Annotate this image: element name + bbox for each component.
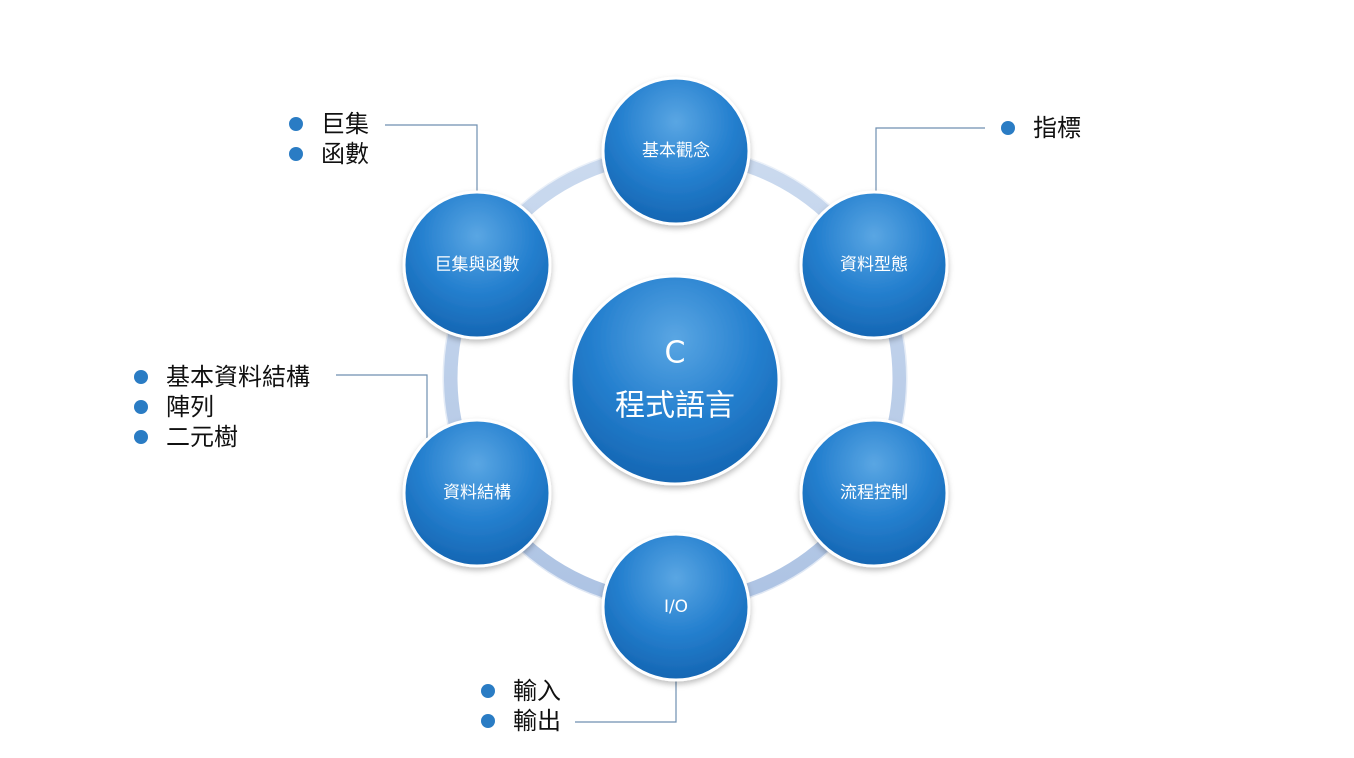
- connector-types: [875, 127, 985, 193]
- note-item: 輸入: [481, 676, 561, 706]
- note-item: 指標: [1001, 113, 1081, 143]
- note-item: 陣列: [134, 392, 310, 422]
- node-struct: 資料結構: [402, 418, 552, 568]
- notes-types: 指標: [1001, 113, 1081, 143]
- note-item: 巨集: [289, 109, 369, 139]
- node-basic-label: 基本觀念: [642, 140, 710, 161]
- node-struct-label: 資料結構: [443, 483, 511, 503]
- connector-lines: [336, 124, 985, 723]
- node-io: I/O: [601, 532, 751, 682]
- center-node-line1: C: [665, 336, 686, 371]
- notes-macro: 巨集 函數: [289, 109, 369, 169]
- center-node-line2: 程式語言: [615, 389, 735, 424]
- node-types-label: 資料型態: [840, 255, 908, 275]
- node-flow-label: 流程控制: [840, 483, 908, 503]
- note-item: 輸出: [481, 706, 561, 736]
- note-item: 函數: [289, 139, 369, 169]
- node-macro: 巨集與函數: [402, 190, 552, 340]
- connector-macro: [385, 124, 478, 193]
- node-flow: 流程控制: [799, 418, 949, 568]
- node-macro-label: 巨集與函數: [435, 255, 520, 275]
- note-item: 基本資料結構: [134, 362, 310, 392]
- center-node: C 程式語言: [569, 274, 781, 486]
- connector-io: [575, 680, 677, 723]
- notes-io: 輸入 輸出: [481, 676, 561, 736]
- node-io-label: I/O: [664, 597, 688, 617]
- node-basic: 基本觀念: [601, 76, 751, 226]
- notes-struct: 基本資料結構 陣列 二元樹: [134, 362, 310, 452]
- node-types: 資料型態: [799, 190, 949, 340]
- note-item: 二元樹: [134, 422, 310, 452]
- connector-struct: [336, 374, 428, 438]
